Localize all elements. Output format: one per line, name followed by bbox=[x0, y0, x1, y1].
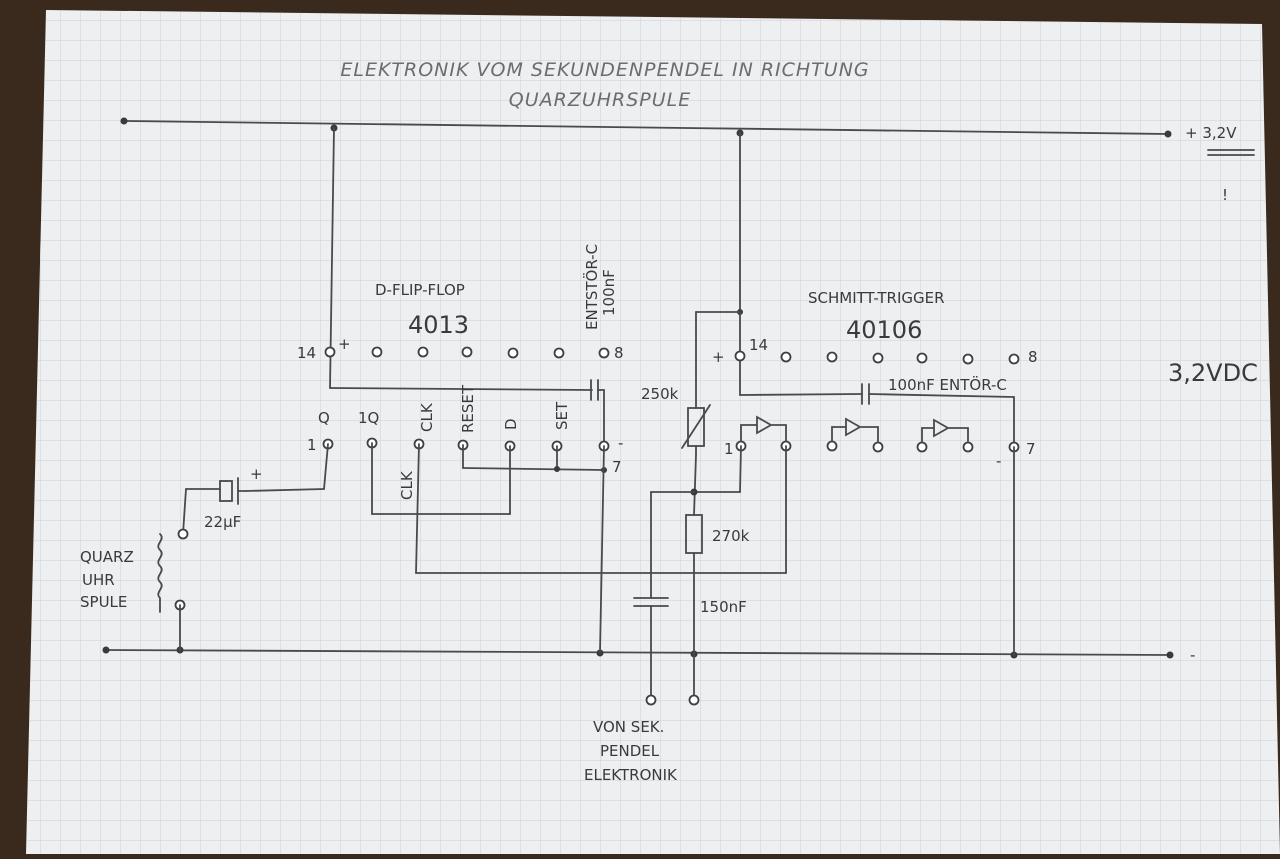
ic1-set-label: SET bbox=[553, 401, 571, 430]
supply-minus-label: - bbox=[1190, 646, 1195, 664]
positive-rail bbox=[120, 117, 1172, 138]
input-label-2: PENDEL bbox=[600, 742, 660, 760]
ic1-pin8-label: 8 bbox=[614, 344, 624, 362]
ic2-name: SCHMITT-TRIGGER bbox=[808, 289, 945, 307]
ic1-pin1-label: 1 bbox=[307, 436, 317, 454]
timing-cap-label: 150nF bbox=[700, 598, 747, 616]
ic1-number: 4013 bbox=[408, 311, 469, 339]
title-line-2: QUARZUHRSPULE bbox=[509, 89, 692, 111]
ic1-plus-label: + bbox=[338, 335, 351, 353]
supply-note-mark: ! bbox=[1222, 186, 1228, 204]
coil-label-1: QUARZ bbox=[80, 548, 134, 566]
cap-coil-label: 22µF bbox=[204, 513, 241, 531]
ic1-pin14-label: 14 bbox=[297, 344, 316, 362]
coil-output bbox=[157, 477, 247, 651]
ic1-clk-wire-label: CLK bbox=[398, 470, 416, 500]
title-line-1: ELEKTRONIK VOM SEKUNDENPENDEL IN RICHTUN… bbox=[340, 59, 869, 81]
ic2-number: 40106 bbox=[846, 316, 922, 344]
ic1-decap-value: 100nF bbox=[600, 269, 618, 316]
input-label-1: VON SEK. bbox=[593, 718, 664, 736]
ic1-q-label: Q bbox=[318, 409, 330, 427]
ic2-pin14-label: 14 bbox=[749, 336, 768, 354]
ic1-d-label: D bbox=[502, 418, 520, 430]
coil-label-2: UHR bbox=[82, 571, 115, 589]
ic1-minus-label: - bbox=[618, 434, 623, 452]
ic1-pin7-label: 7 bbox=[612, 458, 622, 476]
input-label-3: ELEKTRONIK bbox=[584, 766, 678, 784]
resistor-label: 270k bbox=[712, 527, 750, 545]
ic2-pin7-label: 7 bbox=[1026, 440, 1036, 458]
ic1-clk-label: CLK bbox=[418, 402, 436, 432]
graph-paper-grid bbox=[26, 10, 1280, 854]
timing-network bbox=[633, 311, 741, 706]
ic1-decap-label: ENTSTÖR-C bbox=[582, 244, 601, 330]
ic1-name: D-FLIP-FLOP bbox=[375, 281, 465, 299]
ic-40106 bbox=[693, 132, 1020, 656]
trimmer-label: 250k bbox=[641, 385, 679, 403]
negative-rail bbox=[102, 646, 1174, 659]
ic2-decap-label: 100nF ENTÖR-C bbox=[888, 375, 1007, 394]
cap-coil-plus: + bbox=[250, 465, 263, 483]
supply-dc-label: 3,2VDC bbox=[1168, 359, 1258, 387]
ic1-qbar-label: 1Q bbox=[358, 409, 379, 427]
supply-plus-label: + 3,2V bbox=[1185, 124, 1237, 142]
ic2-minus-label: - bbox=[996, 452, 1001, 470]
ic2-plus-label: + bbox=[712, 348, 725, 366]
ic2-pin8-label: 8 bbox=[1028, 348, 1038, 366]
coil-label-3: SPULE bbox=[80, 593, 127, 611]
ic1-reset-label: RESET bbox=[459, 384, 477, 433]
ic-4013 bbox=[245, 127, 787, 654]
ic2-pin1-label: 1 bbox=[724, 440, 734, 458]
